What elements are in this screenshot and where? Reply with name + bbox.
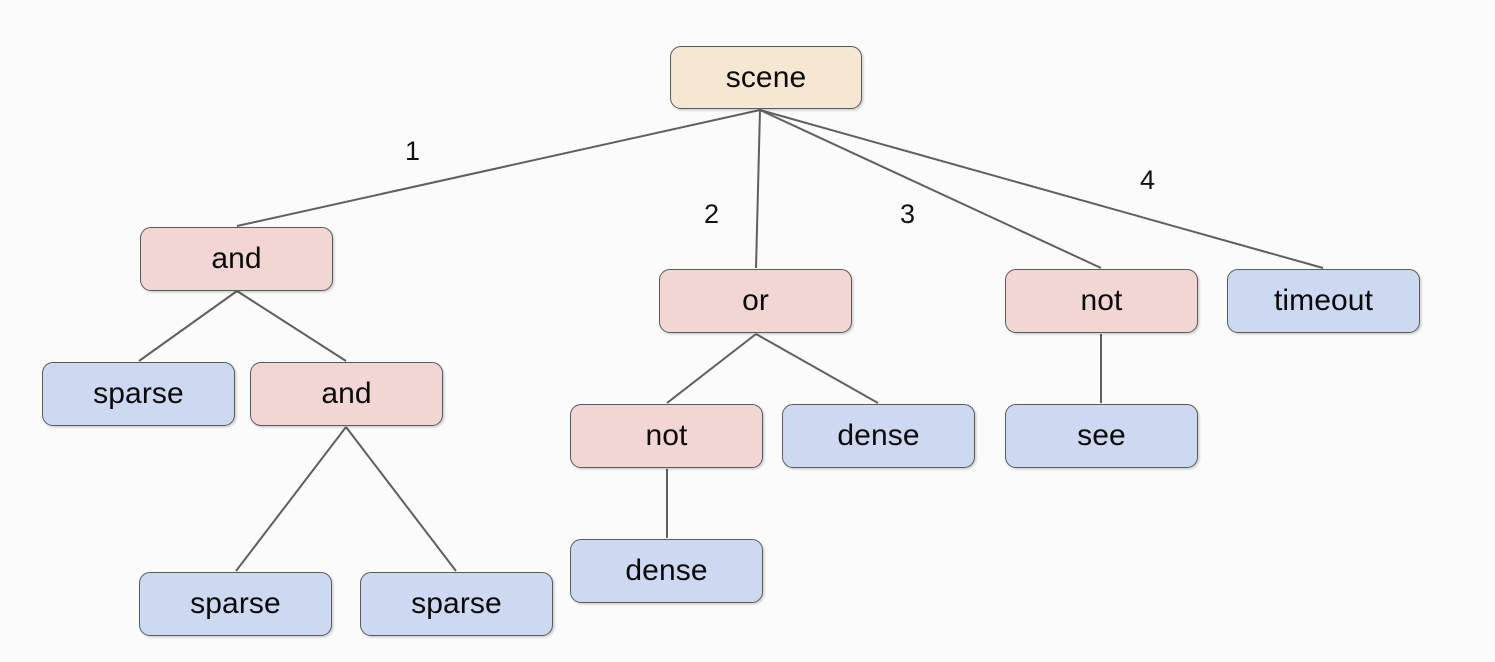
- tree-edge-scene-to-timeout: [759, 109, 1324, 269]
- tree-node-label: sparse: [93, 377, 184, 410]
- tree-node-sparse2[interactable]: sparse: [139, 572, 332, 636]
- tree-node-label: see: [1077, 419, 1126, 452]
- tree-node-sparse3[interactable]: sparse: [360, 572, 553, 636]
- tree-edge-and2-to-sparse3: [345, 426, 457, 572]
- edge-label-1: 1: [405, 136, 421, 166]
- tree-node-label: timeout: [1273, 284, 1374, 317]
- tree-edge-scene-to-and1: [236, 109, 761, 227]
- tree-node-and1[interactable]: and: [140, 227, 333, 291]
- tree-edge-and2-to-sparse2: [235, 426, 347, 572]
- tree-node-or1[interactable]: or: [659, 269, 852, 333]
- tree-node-sparse1[interactable]: sparse: [42, 362, 235, 426]
- tree-node-not2[interactable]: not: [570, 404, 763, 468]
- tree-node-label: dense: [625, 554, 708, 587]
- tree-node-and2[interactable]: and: [250, 362, 443, 426]
- edge-label-3: 3: [900, 199, 916, 229]
- edge-label-2: 2: [704, 199, 720, 229]
- tree-node-timeout[interactable]: timeout: [1227, 269, 1420, 333]
- tree-node-label: sparse: [411, 587, 502, 620]
- tree-edge-or1-to-dense1: [755, 333, 879, 404]
- tree-node-dense2[interactable]: dense: [570, 539, 763, 603]
- tree-edge-scene-to-not1: [759, 109, 1102, 269]
- tree-edge-scene-to-or1: [755, 109, 761, 269]
- tree-node-label: and: [211, 242, 262, 275]
- tree-node-not1[interactable]: not: [1005, 269, 1198, 333]
- tree-node-dense1[interactable]: dense: [782, 404, 975, 468]
- tree-edge-or1-to-not2: [666, 333, 757, 404]
- tree-node-label: or: [742, 284, 769, 317]
- tree-node-see[interactable]: see: [1005, 404, 1198, 468]
- tree-edge-and1-to-and2: [236, 290, 347, 362]
- edge-label-4: 4: [1140, 165, 1156, 195]
- tree-node-label: scene: [725, 60, 807, 94]
- tree-node-label: not: [645, 419, 688, 452]
- tree-node-label: and: [321, 377, 372, 410]
- tree-node-label: dense: [837, 419, 920, 452]
- tree-node-label: not: [1080, 284, 1123, 317]
- tree-node-scene[interactable]: scene: [670, 46, 862, 109]
- tree-edge-and1-to-sparse1: [138, 290, 238, 362]
- tree-node-label: sparse: [190, 587, 281, 620]
